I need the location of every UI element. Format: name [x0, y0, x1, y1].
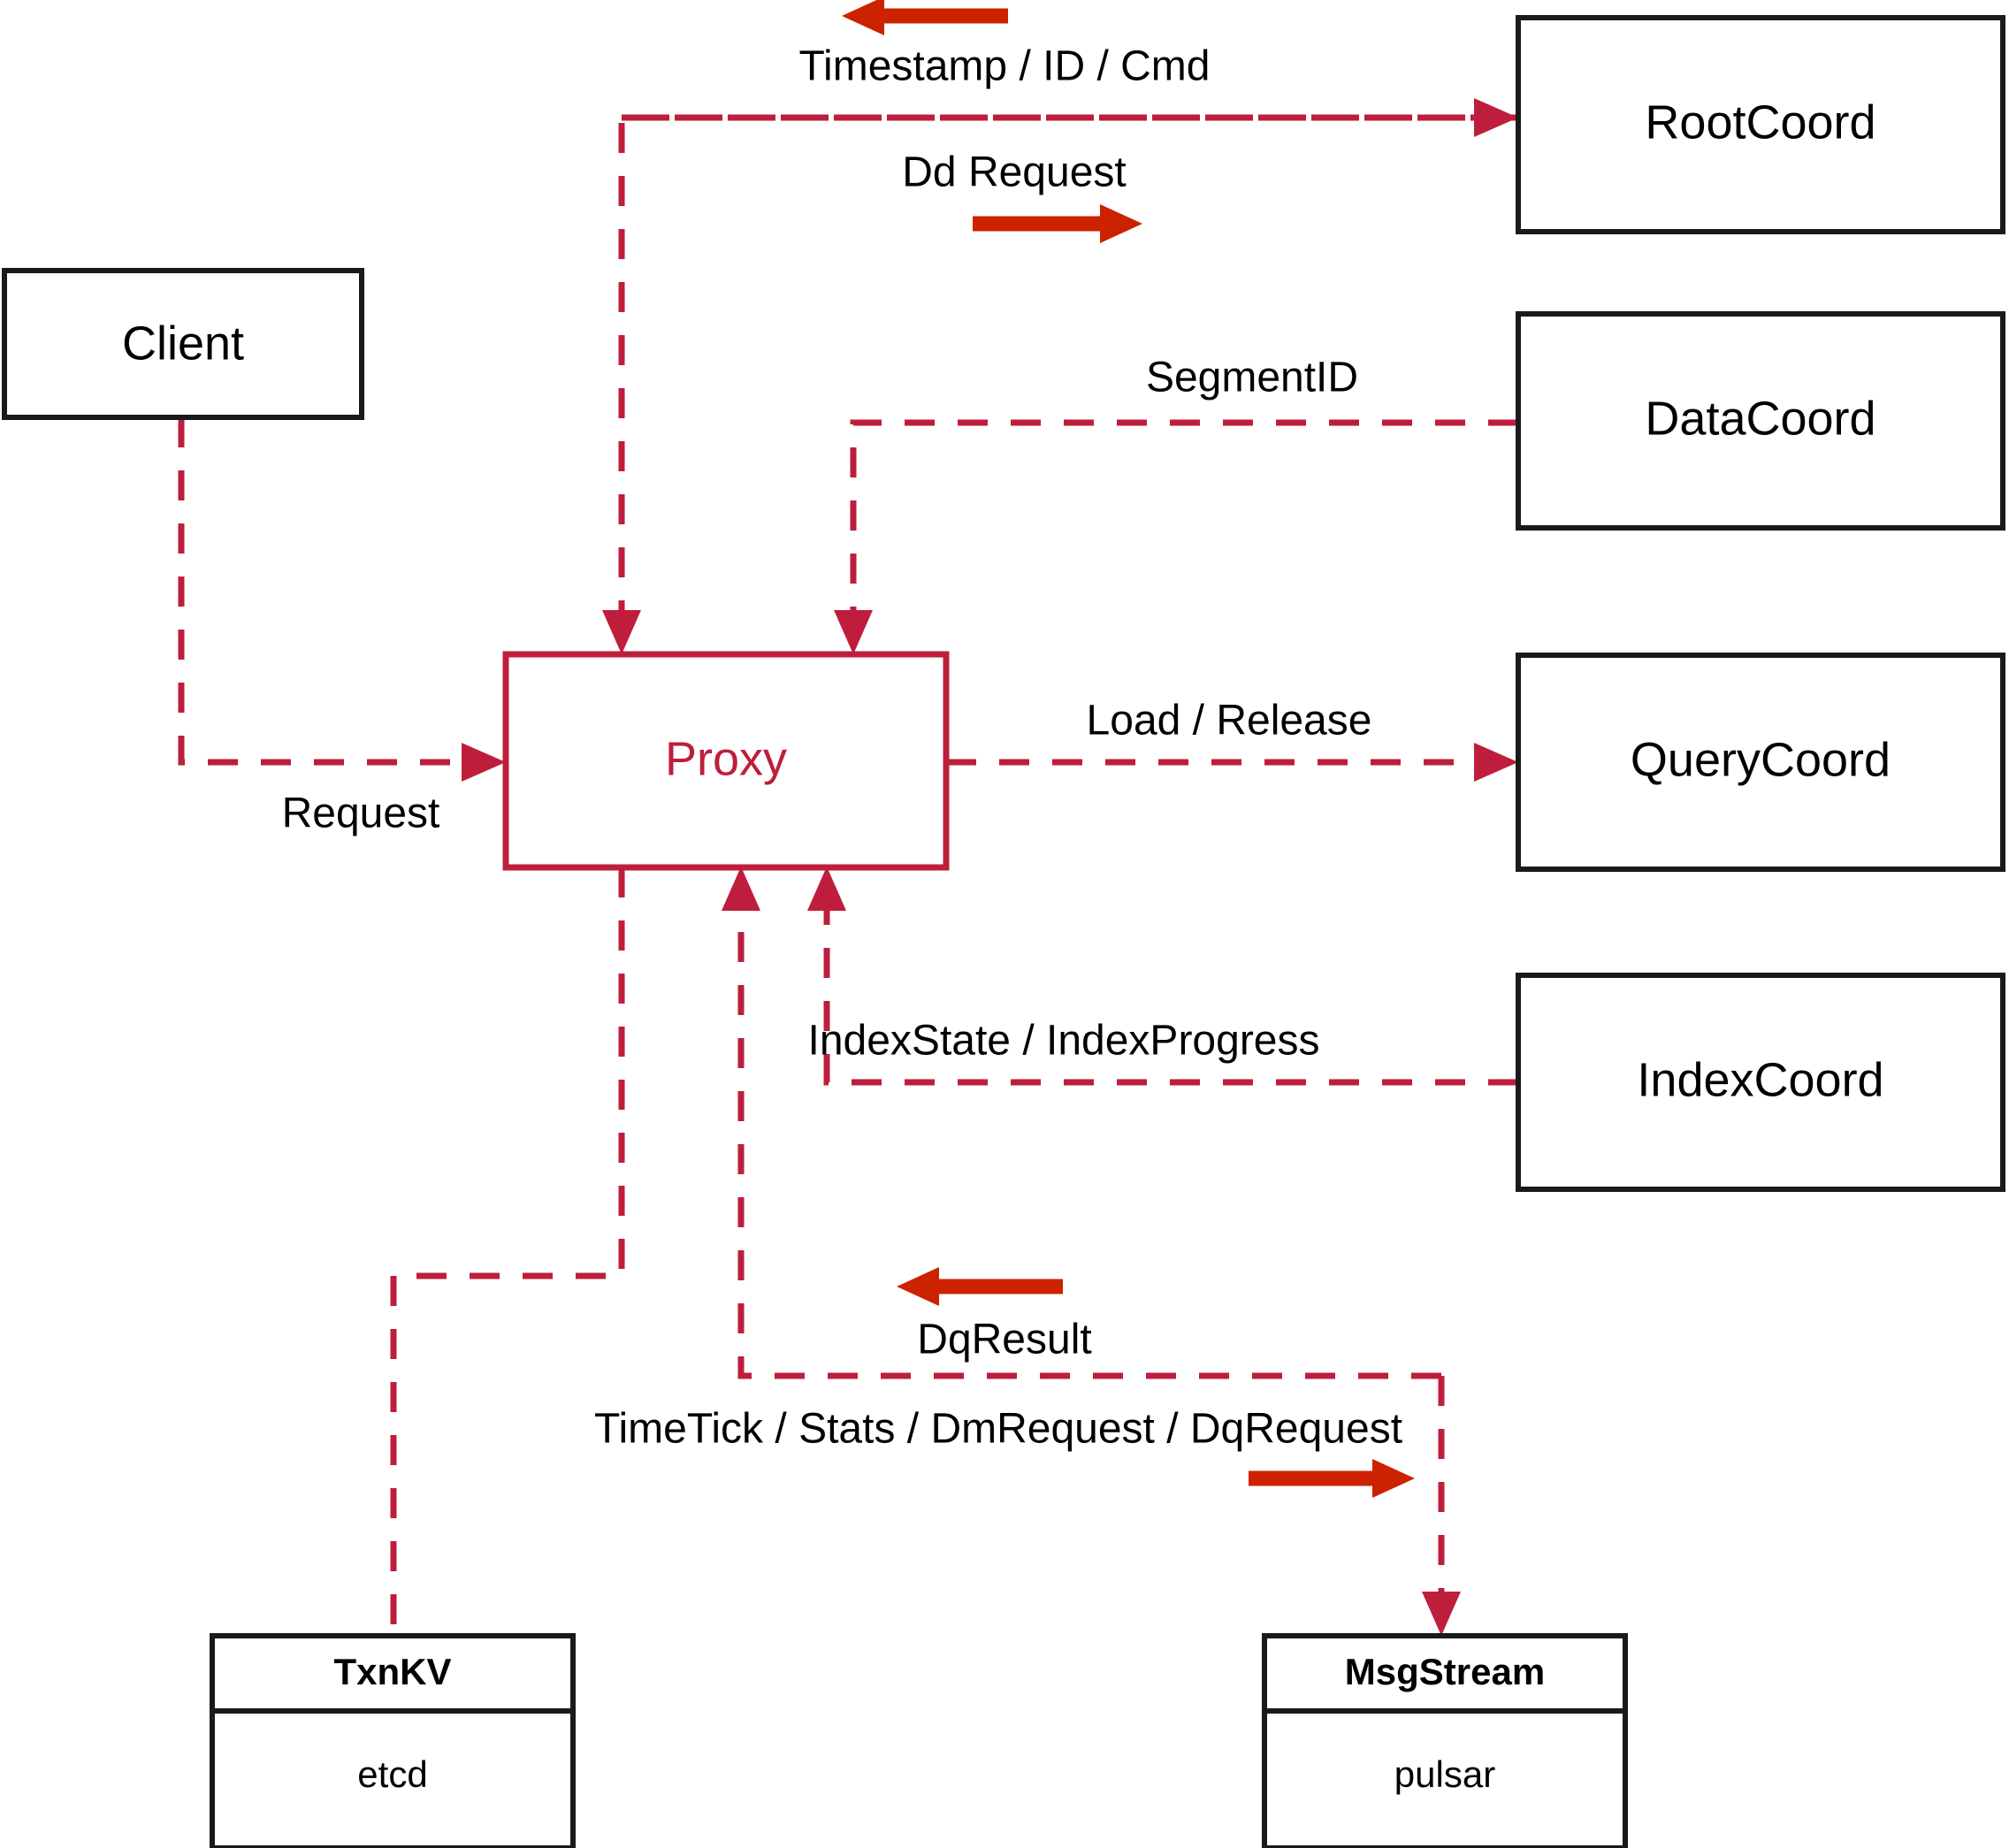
node-indexcoord[interactable]: IndexCoord: [1516, 973, 2005, 1192]
node-msgstream[interactable]: MsgStream pulsar: [1262, 1633, 1628, 1848]
node-client[interactable]: Client: [2, 268, 364, 420]
edge-msgstream-to-proxy: [722, 867, 1441, 1379]
node-txnkv[interactable]: TxnKV etcd: [210, 1633, 576, 1848]
node-datacoord-label: DataCoord: [1645, 392, 1875, 445]
edge-label-timetick-stats-dmrequest-dqrequest: TimeTick / Stats / DmRequest / DqRequest: [594, 1406, 1402, 1453]
node-querycoord-label: QueryCoord: [1631, 733, 1891, 786]
node-txnkv-label: TxnKV: [333, 1651, 451, 1692]
edge-label-indexstate-indexprogress: IndexState / IndexProgress: [808, 1018, 1320, 1065]
node-rootcoord-label: RootCoord: [1645, 95, 1875, 149]
edge-datacoord-to-proxy: [834, 419, 1518, 654]
edge-proxy-to-rootcoord: [622, 98, 1518, 137]
edge-label-load-release: Load / Release: [1087, 698, 1372, 745]
edge-rootcoord-to-proxy: [602, 114, 1518, 654]
node-msgstream-sublabel: pulsar: [1394, 1753, 1495, 1795]
edge-label-dqresult: DqResult: [917, 1317, 1091, 1363]
node-querycoord[interactable]: QueryCoord: [1516, 653, 2005, 872]
node-txnkv-sublabel: etcd: [357, 1753, 427, 1795]
direction-arrow-dd-request: [973, 204, 1142, 243]
direction-arrow-dqrequest: [1249, 1459, 1415, 1498]
node-msgstream-label: MsgStream: [1345, 1651, 1545, 1692]
edge-proxy-to-msgstream: [1422, 1376, 1461, 1636]
edge-label-request: Request: [282, 790, 440, 837]
node-client-label: Client: [122, 317, 244, 370]
edge-label-timestamp-id-cmd: Timestamp / ID / Cmd: [799, 43, 1211, 90]
edge-indexcoord-to-proxy: [807, 867, 1518, 1086]
edge-proxy-to-txnkv: [390, 867, 625, 1636]
edge-label-dd-request: Dd Request: [902, 149, 1126, 196]
direction-arrow-dqresult: [897, 1267, 1063, 1306]
edge-client-to-proxy: [178, 417, 506, 782]
node-datacoord[interactable]: DataCoord: [1516, 311, 2005, 531]
direction-arrow-timestamp-id-cmd: [842, 0, 1008, 35]
edge-proxy-to-querycoord: [946, 743, 1518, 782]
node-proxy[interactable]: Proxy: [502, 651, 950, 871]
node-proxy-label: Proxy: [665, 732, 787, 785]
node-rootcoord[interactable]: RootCoord: [1516, 15, 2005, 234]
node-indexcoord-label: IndexCoord: [1637, 1053, 1883, 1106]
edge-label-segmentid: SegmentID: [1146, 355, 1358, 401]
